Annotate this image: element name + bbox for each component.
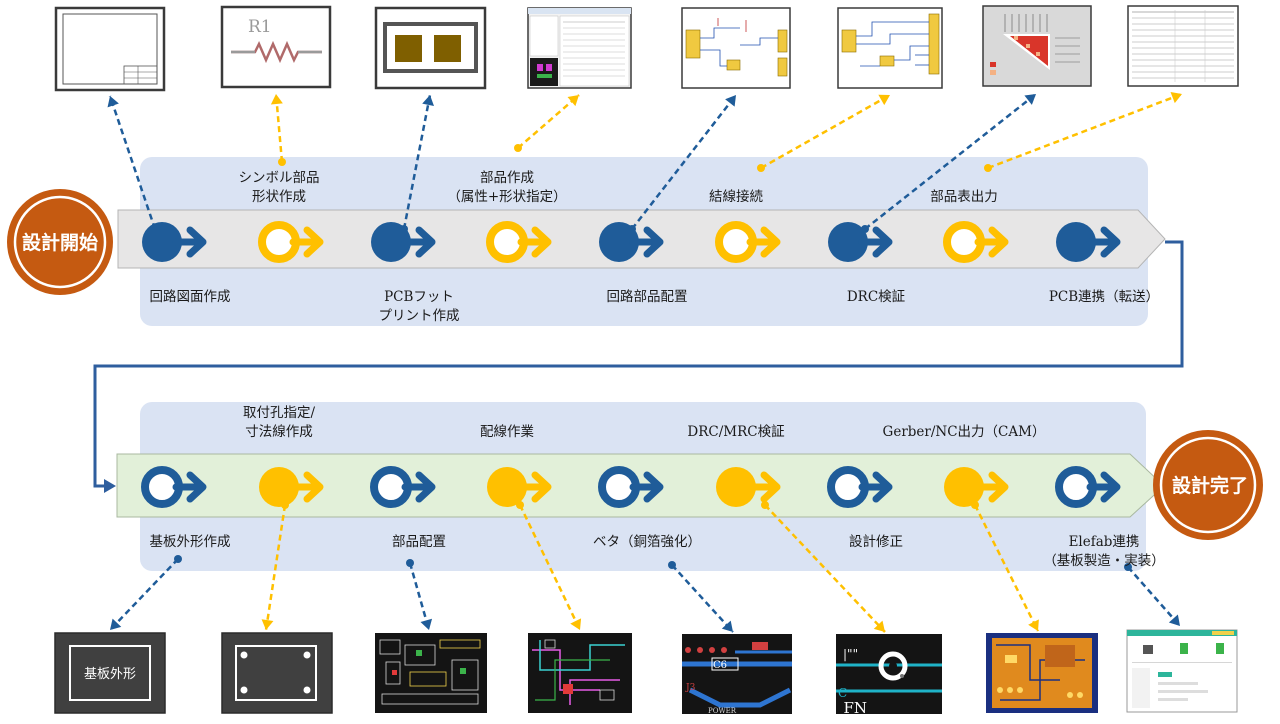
thumb-footprint bbox=[374, 6, 487, 90]
svg-text:R1: R1 bbox=[248, 17, 272, 37]
leader-line bbox=[1124, 563, 1181, 627]
row1-node-8 bbox=[943, 221, 1009, 263]
row-connector-head bbox=[104, 479, 116, 493]
row1-label-9: PCB連携（転送） bbox=[1049, 289, 1159, 305]
row2-label-9: Elefab連携（基板製造・実装） bbox=[1043, 534, 1165, 569]
start-node: 設計開始 bbox=[7, 189, 113, 295]
leader-line bbox=[514, 94, 580, 152]
leaders-layer bbox=[107, 91, 1183, 633]
row1-label-4: 部品作成（属性+形状指定） bbox=[447, 170, 566, 205]
leader-line bbox=[270, 93, 286, 166]
thumb-editor bbox=[527, 7, 632, 89]
row2-node-3 bbox=[370, 466, 436, 508]
row2-node-5 bbox=[598, 466, 664, 508]
leader-line bbox=[406, 559, 433, 631]
row1-node-3 bbox=[371, 222, 436, 262]
row1-node-5 bbox=[599, 222, 664, 262]
thumb-pcb-gerber bbox=[986, 633, 1098, 713]
row2-node-8 bbox=[944, 467, 1009, 507]
row2-label-6: DRC/MRC検証 bbox=[687, 424, 785, 440]
svg-text:J3: J3 bbox=[685, 683, 696, 693]
thumb-resistor: R1 bbox=[220, 5, 332, 89]
row2-node-2 bbox=[259, 467, 324, 507]
row2-label-4: 配線作業 bbox=[480, 424, 534, 440]
leader-line bbox=[984, 91, 1183, 172]
row2-node-1 bbox=[141, 466, 207, 508]
row2-node-6 bbox=[716, 467, 781, 507]
row1-node-4 bbox=[486, 221, 552, 263]
row1-node-2 bbox=[258, 221, 324, 263]
row1-node-6 bbox=[715, 221, 781, 263]
thumb-pcb-routing bbox=[528, 633, 632, 713]
row1-node-7 bbox=[828, 222, 893, 262]
row1-label-6: 結線接続 bbox=[709, 188, 763, 205]
leader-line bbox=[761, 501, 886, 633]
row2-node-4 bbox=[487, 467, 552, 507]
thumb-mount-holes bbox=[221, 632, 333, 714]
row1-label-3: PCBフットプリント作成 bbox=[379, 289, 460, 324]
row1-label-5: 回路部品配置 bbox=[607, 289, 688, 305]
row2-label-1: 基板外形作成 bbox=[150, 533, 231, 550]
leader-line bbox=[971, 501, 1040, 632]
labels-layer: 回路図面作成 シンボル部品形状作成 PCBフットプリント作成 部品作成（属性+形状指定… bbox=[150, 170, 1165, 569]
row2-label-8: Gerber/NC出力（CAM） bbox=[883, 424, 1046, 440]
svg-text:POWER: POWER bbox=[708, 707, 737, 715]
thumb-web-portal bbox=[1126, 629, 1238, 713]
row1-node-1 bbox=[142, 222, 207, 262]
row2-label-5: ベタ（銅箔強化） bbox=[593, 534, 701, 550]
thumb-schematic-1 bbox=[681, 7, 791, 89]
row-connector bbox=[93, 240, 1184, 488]
end-node: 設計完了 bbox=[1153, 430, 1263, 540]
thumb-board-outline: 基板外形 bbox=[54, 632, 166, 714]
svg-text:基板外形: 基板外形 bbox=[84, 667, 136, 682]
row2-node-7 bbox=[827, 466, 893, 508]
nodes-layer bbox=[141, 221, 1121, 508]
leader-line bbox=[757, 93, 891, 172]
thumb-pcb-copper-pour: C6 J3 POWER bbox=[682, 634, 792, 715]
row1-label-8: 部品表出力 bbox=[930, 189, 998, 205]
row2-node-9 bbox=[1055, 466, 1121, 508]
row1-node-9 bbox=[1056, 222, 1121, 262]
thumb-title-frame bbox=[54, 6, 166, 92]
row2-label-7: 設計修正 bbox=[849, 534, 903, 550]
thumb-pcb-placement bbox=[375, 633, 487, 713]
row1-label-2: シンボル部品形状作成 bbox=[239, 170, 320, 205]
thumb-bom bbox=[1127, 5, 1239, 87]
thumb-pcb-drc: |"" C _FN bbox=[836, 634, 942, 717]
svg-text:|"": |"" bbox=[843, 647, 858, 661]
leader-line bbox=[668, 561, 734, 633]
svg-text:C6: C6 bbox=[713, 660, 727, 671]
leader-line bbox=[109, 555, 182, 631]
row2-label-3: 部品配置 bbox=[392, 534, 446, 550]
end-label: 設計完了 bbox=[1172, 474, 1248, 497]
thumb-schematic-2 bbox=[837, 7, 943, 89]
row1-label-7: DRC検証 bbox=[847, 289, 906, 305]
row1-label-1: 回路図面作成 bbox=[150, 289, 231, 305]
start-label: 設計開始 bbox=[22, 231, 98, 254]
row2-label-2: 取付孔指定/寸法線作成 bbox=[243, 405, 315, 440]
svg-text:_FN: _FN bbox=[836, 699, 867, 717]
svg-text:C: C bbox=[838, 686, 847, 700]
thumb-drc-matrix bbox=[982, 5, 1092, 87]
